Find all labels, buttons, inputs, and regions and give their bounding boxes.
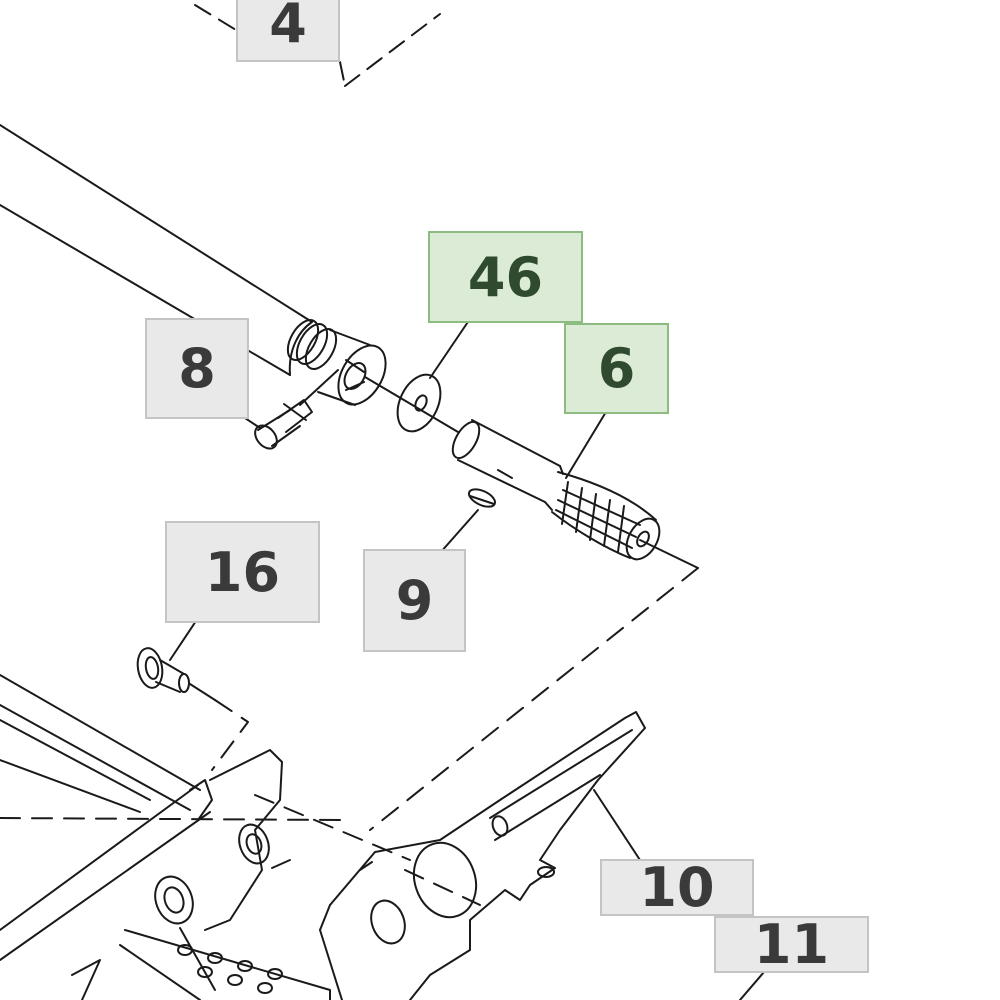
callout-part-11[interactable]: 11: [714, 913, 869, 976]
callout-part-46[interactable]: 46: [428, 231, 583, 323]
callout-part-6[interactable]: 6: [564, 323, 669, 414]
perforated-strip: [71, 929, 331, 1000]
assembly-dashed-line-top: [194, 4, 441, 87]
pinion-shaft-6: [451, 419, 661, 561]
right-bracket-10: [319, 711, 646, 1000]
leader-lines: [169, 39, 765, 1000]
callout-part-10[interactable]: 10: [600, 856, 754, 919]
screw-8: [254, 369, 339, 450]
frame-rails-left: [0, 674, 211, 961]
bolt-16: [136, 647, 216, 701]
center-axis-line: [364, 376, 699, 569]
shaft-end-collar: [286, 319, 387, 406]
left-bracket: [154, 749, 291, 991]
callout-part-4[interactable]: 4: [236, 0, 340, 62]
callout-part-9[interactable]: 9: [363, 549, 466, 652]
assembly-dashed-lines: [0, 567, 699, 906]
callout-part-8[interactable]: 8: [145, 318, 249, 419]
clip-9: [467, 488, 497, 508]
washer-46: [396, 373, 442, 433]
callout-part-16[interactable]: 16: [165, 521, 320, 623]
